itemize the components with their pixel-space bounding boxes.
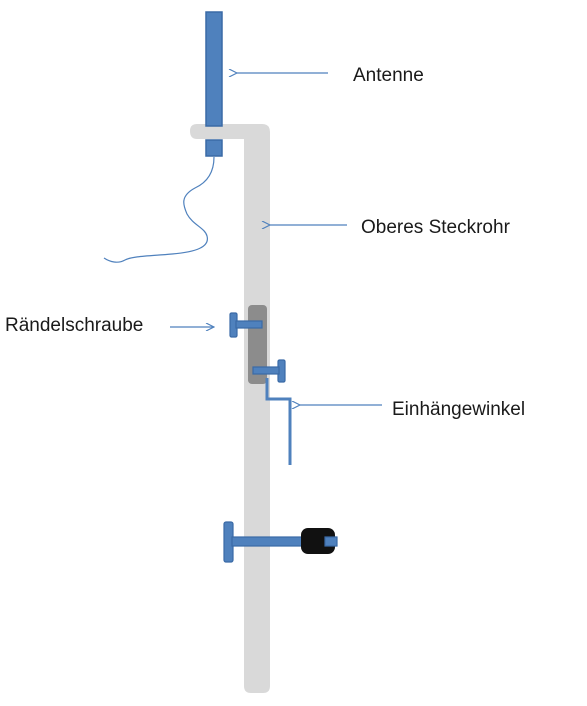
antenna-rod	[205, 11, 223, 127]
antenna-base	[205, 139, 223, 157]
label-antenne: Antenne	[353, 65, 424, 86]
label-einhaengewinkel: Einhängewinkel	[392, 399, 526, 420]
label-oberes-steckrohr: Oberes Steckrohr	[361, 217, 510, 238]
hanging-bracket	[265, 378, 292, 465]
lower-screw-tip	[324, 536, 338, 547]
label-raendelschraube: Rändelschraube	[5, 315, 144, 336]
knurled-screw-2-shaft	[252, 366, 280, 375]
antenna-cable	[103, 156, 215, 263]
knurled-screw-shaft	[235, 320, 263, 329]
lower-knob	[301, 528, 335, 554]
upper-tube	[190, 124, 270, 693]
